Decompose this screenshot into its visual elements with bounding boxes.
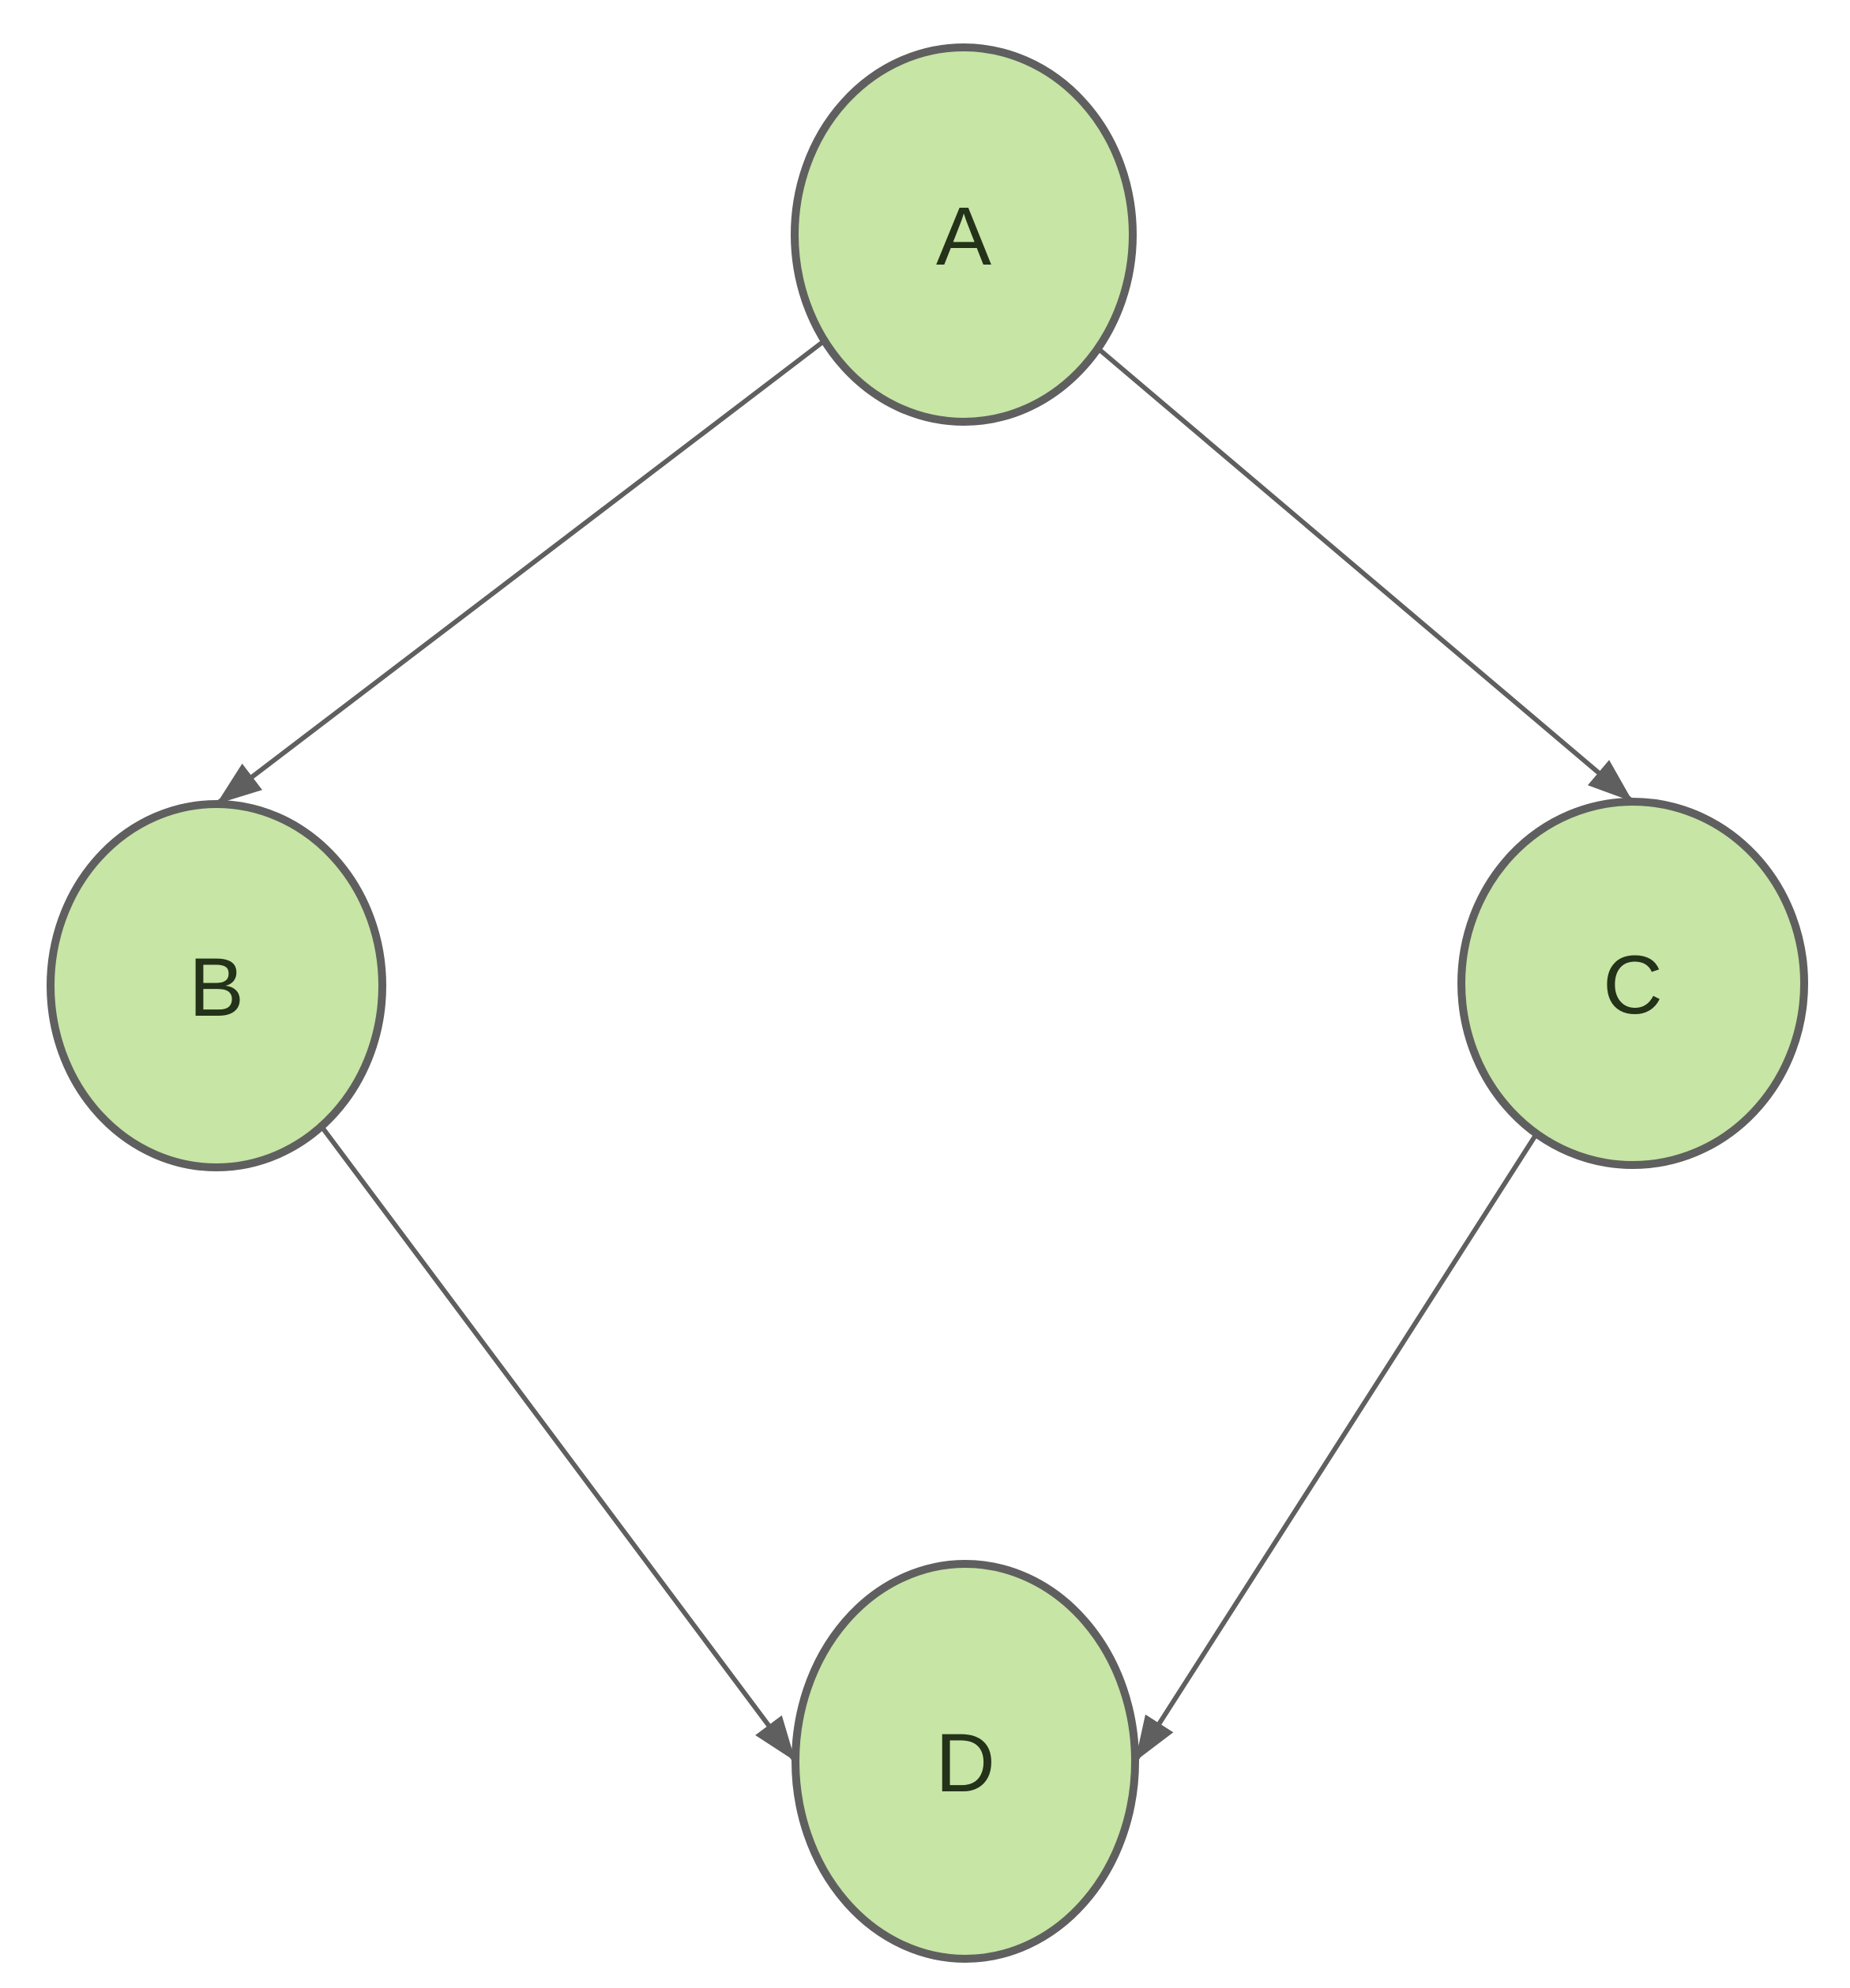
node-label-B: B (189, 941, 244, 1034)
nodes-layer: A B C D (47, 43, 1808, 1963)
node-D: D (792, 1560, 1139, 1963)
node-A: A (791, 43, 1137, 426)
node-shape-C (1457, 798, 1808, 1169)
edge-A-to-C (1096, 346, 1634, 804)
node-B: B (47, 800, 386, 1171)
node-C: C (1457, 798, 1808, 1169)
edges-layer (215, 339, 1634, 1763)
edge-B-to-D (319, 1125, 798, 1763)
node-label-D: D (935, 1717, 995, 1809)
node-shape-A (791, 43, 1137, 426)
edge-C-to-D (1133, 1132, 1539, 1763)
node-shape-B (47, 800, 386, 1171)
edge-A-to-B (215, 339, 826, 806)
node-label-A: A (936, 190, 991, 283)
node-label-C: C (1603, 939, 1663, 1032)
node-shape-D (792, 1560, 1139, 1963)
